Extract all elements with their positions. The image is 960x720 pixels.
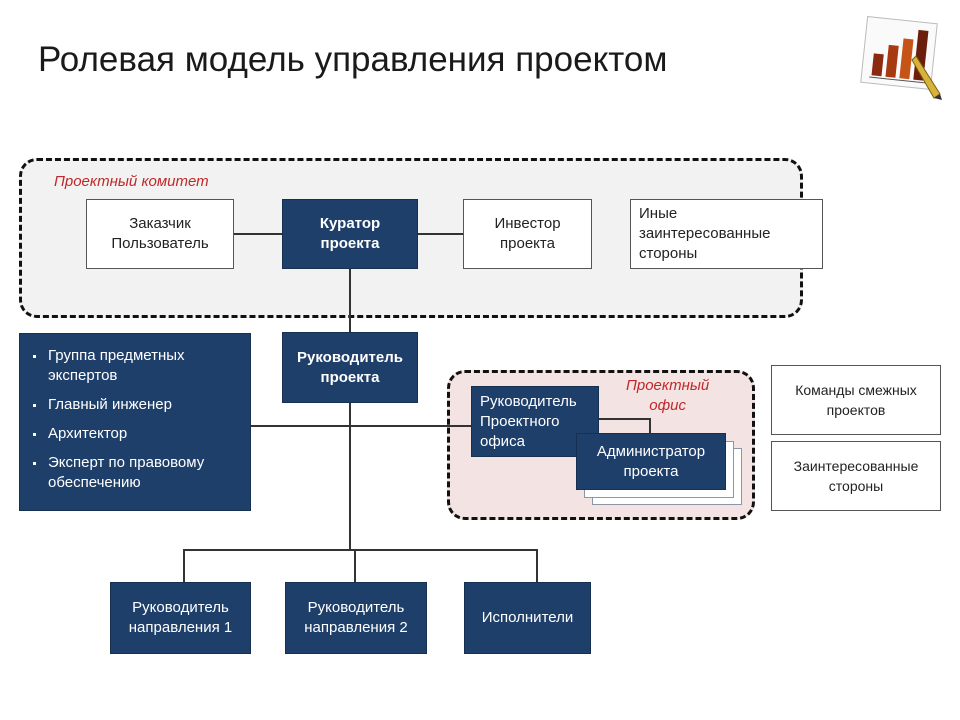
connector-experts-office — [251, 425, 473, 427]
connector-office-admin-down — [649, 418, 651, 434]
customer-user-box: Заказчик Пользователь — [86, 199, 234, 269]
connector-curator-manager — [349, 268, 351, 332]
project-office-label: Проектный офис — [626, 377, 710, 414]
stakeholders-box: Заинтересованные стороны — [771, 441, 941, 511]
expert-item-chief-engineer: Главный инженер — [46, 395, 240, 415]
project-curator-box: Куратор проекта — [282, 199, 418, 269]
connector-bottom-bus — [183, 549, 537, 551]
page-title: Ролевая модель управления проектом — [38, 40, 668, 79]
direction-manager-2-box: Руководитель направления 2 — [285, 582, 427, 654]
experts-list: Группа предметных экспертов Главный инже… — [32, 346, 240, 493]
expert-item-subject-group: Группа предметных экспертов — [46, 346, 240, 386]
expert-item-legal: Эксперт по правовому обеспечению — [46, 453, 240, 493]
adjacent-project-teams-box: Команды смежных проектов — [771, 365, 941, 435]
project-manager-box: Руководитель проекта — [282, 332, 418, 403]
connector-bus-direction-2 — [354, 549, 356, 582]
connector-curator-investor — [417, 233, 463, 235]
executors-box: Исполнители — [464, 582, 591, 654]
project-administrator-box: Администратор проекта — [576, 433, 726, 490]
direction-manager-1-box: Руководитель направления 1 — [110, 582, 251, 654]
connector-bus-executors — [536, 549, 538, 582]
connector-manager-bottom — [349, 402, 351, 550]
experts-group-box: Группа предметных экспертов Главный инже… — [19, 333, 251, 511]
other-stakeholders-box: Иные заинтересованные стороны — [630, 199, 823, 269]
project-committee-label: Проектный комитет — [54, 173, 209, 190]
project-investor-box: Инвестор проекта — [463, 199, 592, 269]
connector-bus-direction-1 — [183, 549, 185, 582]
connector-customer-curator — [233, 233, 283, 235]
chart-logo-icon — [858, 15, 944, 100]
expert-item-architect: Архитектор — [46, 424, 240, 444]
connector-office-admin-top — [598, 418, 650, 420]
